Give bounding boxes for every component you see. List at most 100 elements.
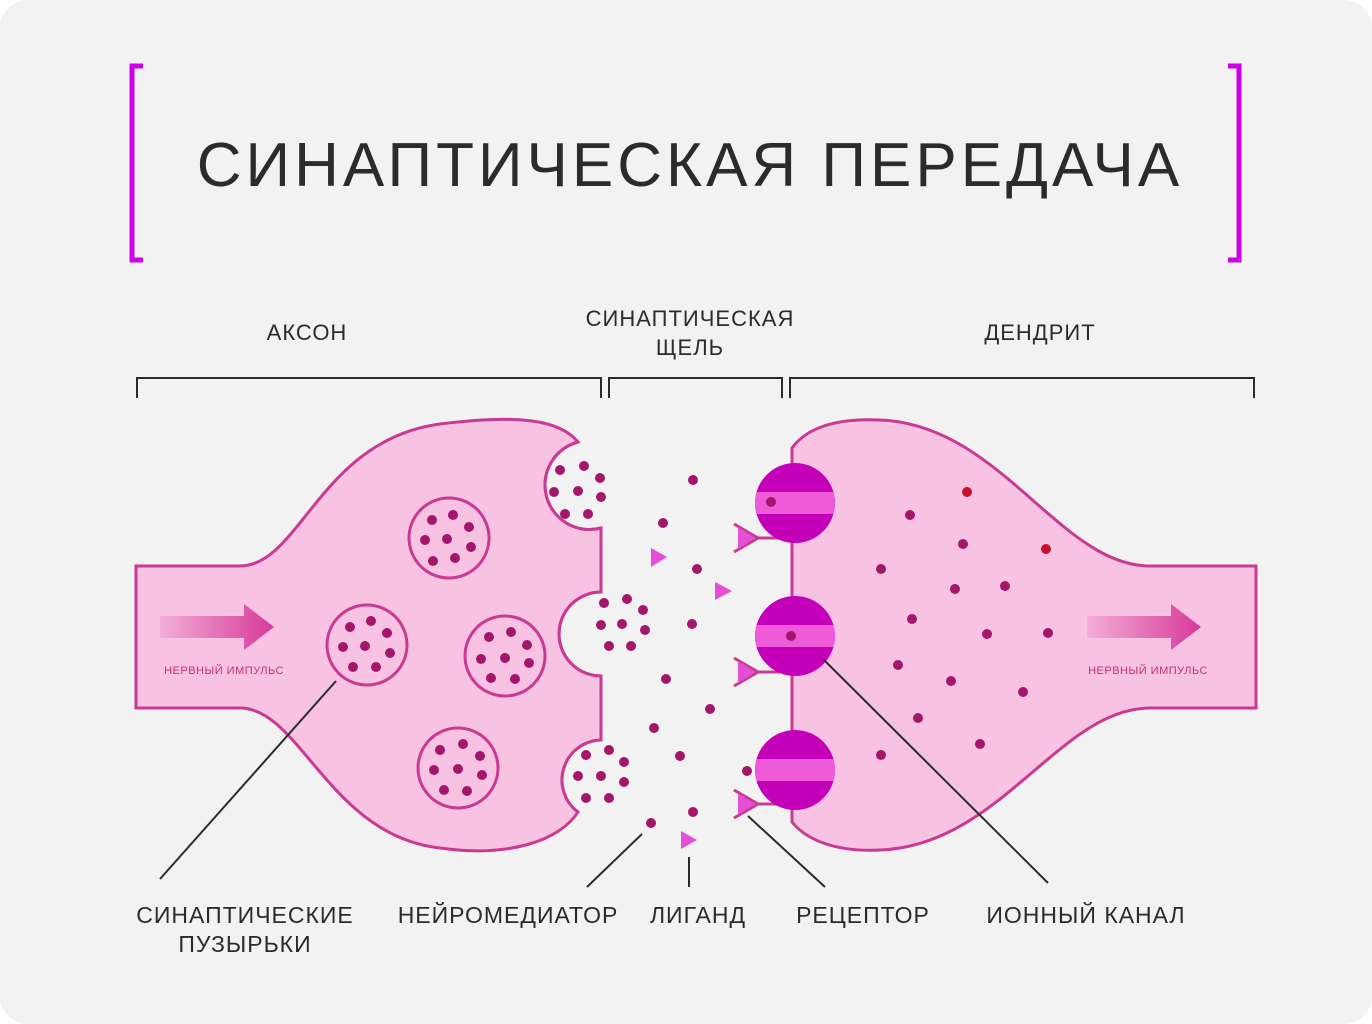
molecule-group [338,461,1053,828]
molecule [649,723,659,733]
title-bracket-right [1228,63,1242,263]
callout-label-vesicles-line1: СИНАПТИЧЕСКИЕ [136,902,354,928]
impulse-label-right: НЕРВНЫЙ ИМПУЛЬС [1088,664,1208,677]
molecule [622,594,632,604]
molecule [692,564,702,574]
bound-ligand [738,661,755,683]
section-label-dendrite: ДЕНДРИТ [984,320,1095,345]
molecule [1043,628,1053,638]
molecule [555,465,565,475]
axon-bracket [136,377,602,398]
molecule [604,793,614,803]
molecule [786,631,796,641]
molecule [688,475,698,485]
molecule [950,584,960,594]
molecule [958,539,968,549]
fusing-vesicle-top [543,440,602,532]
ligand-triangle [651,548,667,567]
molecule [581,750,591,760]
molecule [619,777,629,787]
molecule [876,750,886,760]
molecule [385,648,395,658]
section-label-axon: АКСОН [267,320,348,345]
bound-ligand [738,527,755,549]
molecule [675,751,685,761]
molecule [573,771,583,781]
molecule [338,642,348,652]
molecule [596,620,606,630]
molecule [599,598,609,608]
molecule [573,486,583,496]
callout-label-vesicles-line2: ПУЗЫРЬКИ [178,931,311,957]
molecule [435,745,445,755]
molecule [345,622,355,632]
molecule [913,713,923,723]
molecule [658,518,668,528]
molecule [442,534,452,544]
molecule [595,473,605,483]
molecule [428,556,438,566]
impulse-arrow-left [160,604,274,650]
title-bracket-left [129,63,143,263]
molecule [420,535,430,545]
molecule [448,510,458,520]
impulse-arrow-right [1087,604,1201,650]
molecule [477,770,487,780]
ligand-triangle [681,831,697,849]
molecule [466,542,476,552]
diagram-title: СИНАПТИЧЕСКАЯ ПЕРЕДАЧА [197,131,1184,200]
section-label-cleft-line1: СИНАПТИЧЕСКАЯ [586,306,795,331]
molecule [427,515,437,525]
molecule [522,640,532,650]
molecule [604,745,614,755]
fusing-vesicle-middle [557,590,602,678]
callout-label-ion-channel: ИОННЫЙ КАНАЛ [986,901,1185,928]
molecule [524,658,534,668]
molecule [982,629,992,639]
molecule [462,786,472,796]
molecule [450,553,460,563]
molecule [1018,687,1028,697]
ion-channel [755,730,835,810]
section-label-cleft-line2: ЩЕЛЬ [656,335,724,360]
callout-line-neurotransmitter [586,833,643,888]
molecule [453,764,463,774]
molecule [360,641,370,651]
molecule [907,614,917,624]
molecule [510,674,520,684]
molecule [604,641,614,651]
callout-line-ion-channel [823,659,1049,884]
molecule [596,771,606,781]
molecule [382,628,392,638]
molecule [506,627,516,637]
molecule [975,739,985,749]
molecule [626,641,636,651]
molecule [596,492,606,502]
callout-label-neurotransmitter: НЕЙРОМЕДИАТОР [398,901,619,928]
molecule [905,510,915,520]
molecule [475,751,485,761]
molecule [476,654,486,664]
molecule [429,765,439,775]
fusing-vesicle-bottom [560,738,602,814]
molecule [486,673,496,683]
molecule [348,662,358,672]
molecule [619,757,629,767]
molecule [661,674,671,684]
molecule [946,676,956,686]
molecule [1000,581,1010,591]
molecule [484,632,494,642]
molecule [876,564,886,574]
molecule [560,509,570,519]
molecule [366,616,376,626]
red-molecule [962,487,972,497]
callout-label-receptor: РЕЦЕПТОР [796,902,930,928]
cleft-bracket [608,377,783,398]
molecule [579,461,589,471]
molecule [766,497,776,507]
impulse-label-left: НЕРВНЫЙ ИМПУЛЬС [164,664,284,677]
molecule [371,662,381,672]
molecule [500,653,510,663]
red-molecule [1041,544,1051,554]
